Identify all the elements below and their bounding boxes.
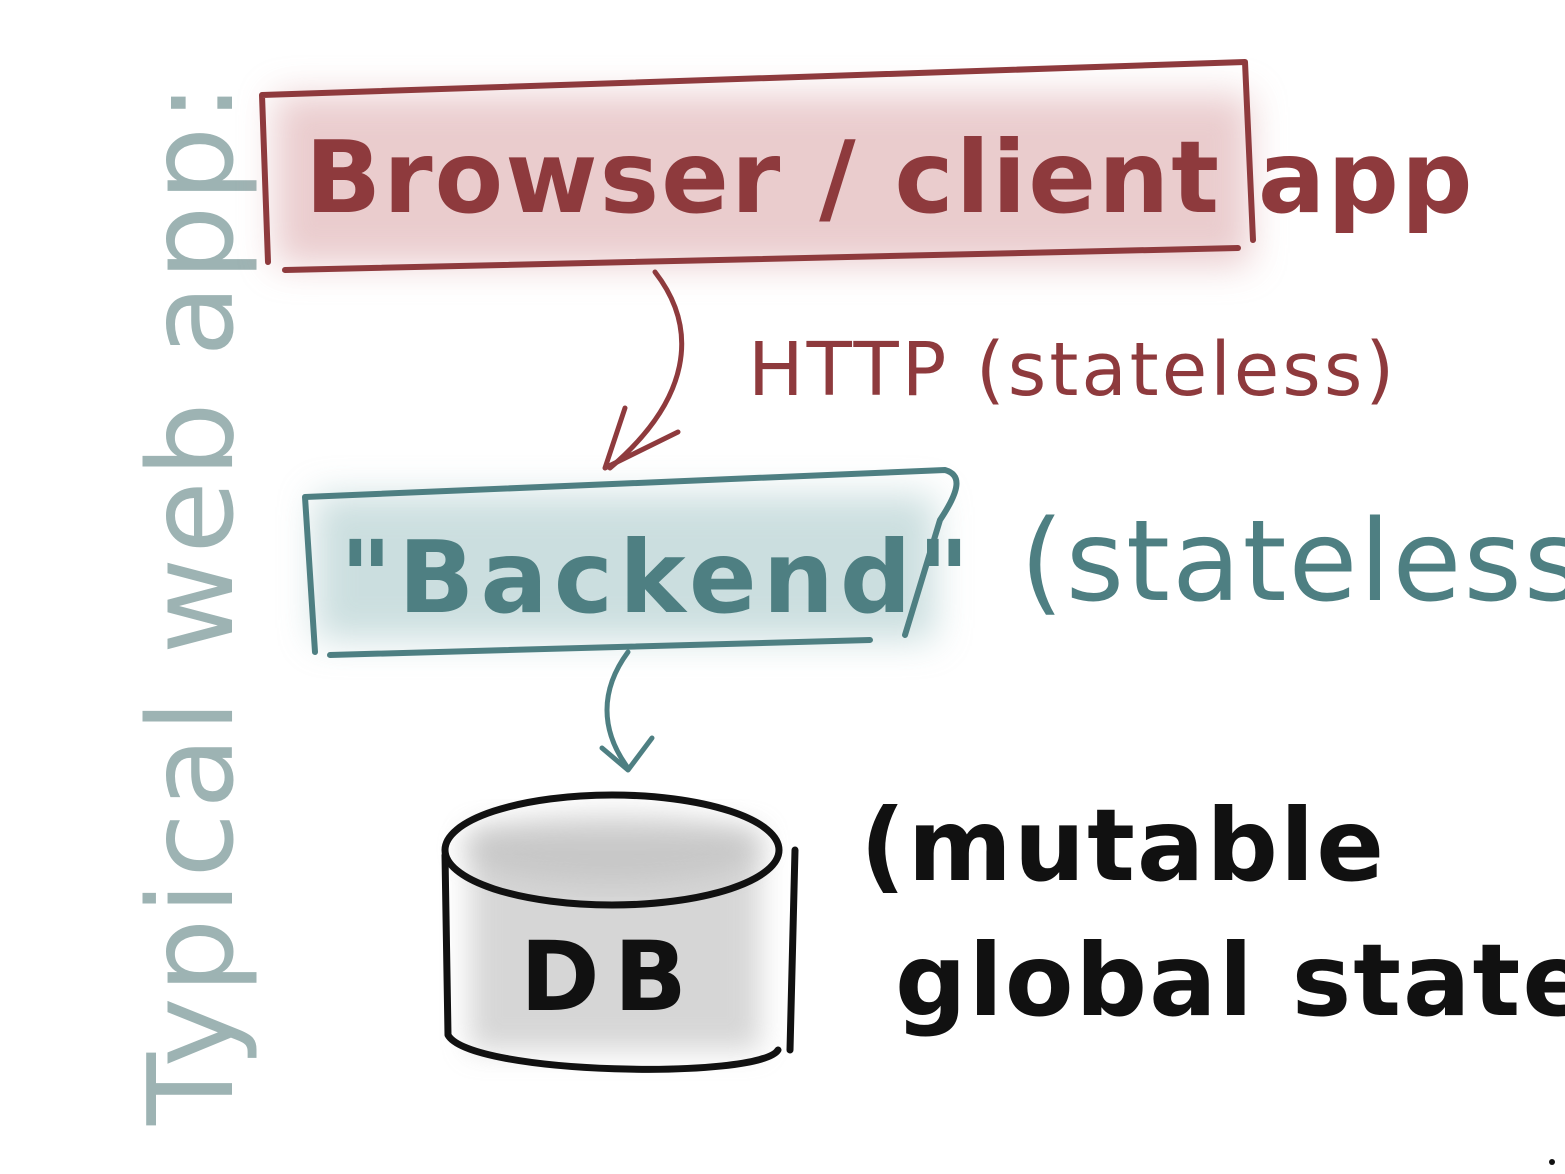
arrow-client-to-backend xyxy=(602,269,685,471)
client-box-outline xyxy=(259,59,1256,273)
db-node: DB xyxy=(441,791,799,1073)
client-node: Browser / client app xyxy=(259,59,1475,273)
side-label: Typical web app: xyxy=(122,79,260,1126)
backend-box-outline xyxy=(302,467,960,658)
db-note-line2: global state) xyxy=(895,922,1565,1039)
client-box-wash xyxy=(275,95,1250,265)
stray-dot xyxy=(1549,1159,1555,1165)
client-label: Browser / client app xyxy=(305,119,1475,236)
edge-label-http: HTTP (stateless) xyxy=(748,327,1397,413)
db-top-outline xyxy=(441,791,783,909)
backend-note: (stateless) xyxy=(1020,497,1565,627)
db-sides-outline xyxy=(441,846,799,1073)
backend-node: "Backend" xyxy=(302,467,976,658)
db-note-line1: (mutable xyxy=(860,787,1386,904)
arrow-backend-to-db xyxy=(599,649,655,773)
backend-box-wash xyxy=(315,495,935,640)
db-top-wash xyxy=(462,813,762,883)
backend-label: "Backend" xyxy=(340,519,976,636)
db-label: DB xyxy=(520,921,701,1033)
